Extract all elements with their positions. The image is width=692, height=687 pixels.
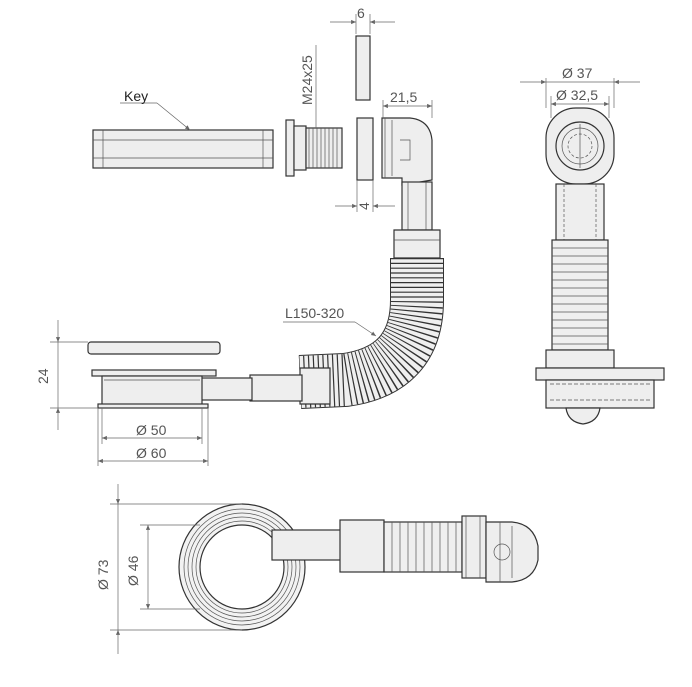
dimension-24-label: 24: [35, 368, 51, 384]
dimension-4: [335, 180, 395, 212]
dimension-dia-37: [520, 78, 640, 108]
elbow-connector: [381, 117, 433, 186]
top-view-pipe: [271, 515, 487, 579]
side-view-pipe: [545, 183, 615, 369]
drain-cap: [87, 341, 221, 355]
dimension-6-label: 6: [357, 5, 365, 21]
dia-60-label: Ø 60: [136, 445, 167, 461]
top-view-coil: [178, 503, 306, 631]
dia-32-5-label: Ø 32,5: [556, 87, 598, 103]
dia-73-label: Ø 73: [95, 559, 111, 590]
hose-length-label: L150-320: [285, 305, 344, 321]
hose-length-leader: [283, 321, 377, 337]
side-view-base: [535, 367, 665, 425]
key-tool: [92, 129, 274, 169]
vertical-pipe: [393, 181, 441, 259]
gasket-ring: [356, 117, 374, 181]
top-view-elbow: [485, 521, 539, 583]
dimension-dia-60: [97, 408, 209, 466]
dia-37-label: Ø 37: [562, 65, 593, 81]
key-label: Key: [124, 88, 148, 104]
drain-body: [91, 369, 217, 409]
dimension-24: [50, 320, 98, 430]
washer: [355, 35, 371, 101]
dia-50-label: Ø 50: [136, 422, 167, 438]
dimension-6: [330, 14, 395, 34]
key-leader: [120, 102, 191, 131]
dimension-4-label: 4: [356, 202, 372, 210]
dia-46-label: Ø 46: [125, 555, 141, 586]
threaded-fitting: [285, 119, 343, 177]
thread-label: M24x25: [299, 55, 315, 105]
dimension-21-5-label: 21,5: [390, 89, 417, 105]
dimension-dia-32-5: [550, 96, 610, 118]
dimension-dia-73: [110, 484, 242, 654]
dimension-dia-46: [140, 524, 200, 610]
side-view-outlet: [545, 107, 615, 185]
dimension-21-5: [382, 100, 433, 118]
outlet-pipe: [199, 367, 331, 405]
corrugated-hose: [298, 258, 444, 409]
dimension-dia-50: [101, 408, 203, 444]
